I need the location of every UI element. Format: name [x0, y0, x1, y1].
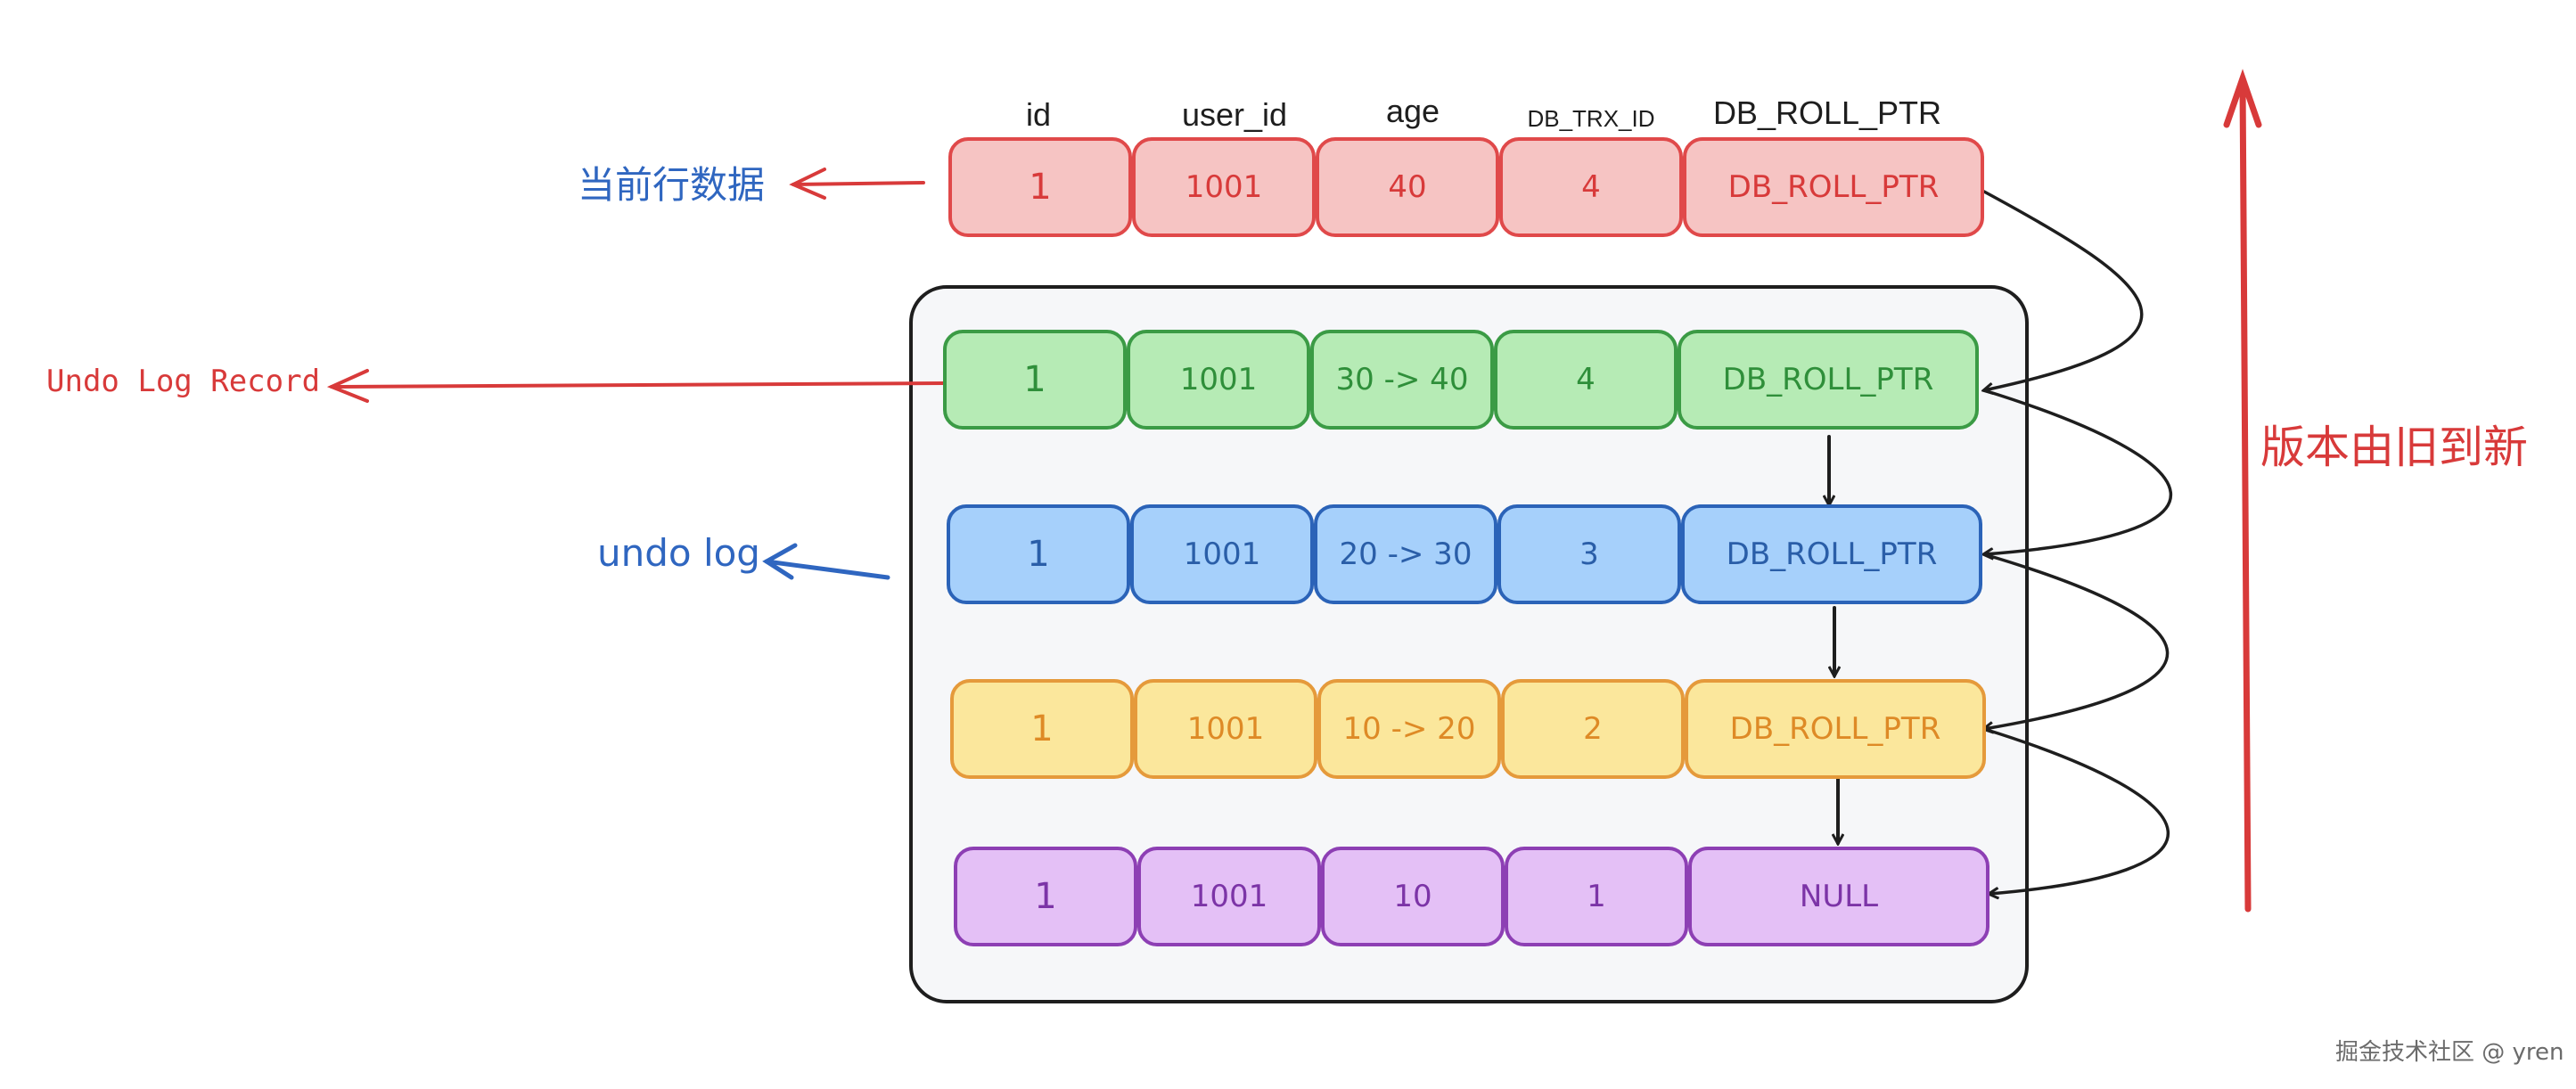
current-row: 1 1001 40 4 DB_ROLL_PTR [948, 137, 1984, 237]
cell-db-trx-id: 3 [1497, 504, 1681, 604]
version-order-label: 版本由旧到新 [2260, 422, 2528, 473]
cell-user-id: 1001 [1137, 847, 1321, 946]
arrow-current-row [789, 168, 925, 200]
pointer-curve-4 [1982, 727, 2170, 894]
arrow-undo-log [762, 543, 890, 580]
cell-db-roll-ptr: DB_ROLL_PTR [1685, 679, 1986, 779]
cell-id: 1 [948, 137, 1132, 237]
watermark: 掘金技术社区 @ yren [2335, 1039, 2564, 1066]
cell-id: 1 [947, 504, 1130, 604]
cell-db-roll-ptr: DB_ROLL_PTR [1678, 330, 1979, 430]
header-age: age [1385, 93, 1440, 129]
arrow-version-order [2223, 69, 2262, 913]
cell-age: 20 -> 30 [1314, 504, 1497, 604]
cell-age: 30 -> 40 [1310, 330, 1494, 430]
cell-db-roll-ptr: NULL [1688, 847, 1989, 946]
undo-row-1: 1 1001 30 -> 40 4 DB_ROLL_PTR [943, 330, 1979, 430]
undo-log-record-label: Undo Log Record [46, 364, 321, 399]
undo-row-4: 1 1001 10 1 NULL [954, 847, 1989, 946]
undo-row-3: 1 1001 10 -> 20 2 DB_ROLL_PTR [950, 679, 1986, 779]
cell-db-trx-id: 2 [1501, 679, 1685, 779]
cell-id: 1 [943, 330, 1127, 430]
current-row-label: 当前行数据 [578, 163, 766, 207]
cell-user-id: 1001 [1127, 330, 1310, 430]
cell-user-id: 1001 [1132, 137, 1316, 237]
undo-log-container [909, 285, 2029, 1003]
header-db-trx-id: DB_TRX_ID [1527, 105, 1655, 132]
pointer-curve-1 [1984, 190, 2144, 390]
cell-db-trx-id: 1 [1505, 847, 1688, 946]
cell-age: 40 [1316, 137, 1499, 237]
undo-log-label: undo log [597, 531, 760, 575]
header-user-id: user_id [1181, 96, 1288, 133]
header-id: id [1025, 96, 1052, 133]
cell-user-id: 1001 [1130, 504, 1314, 604]
undo-row-2: 1 1001 20 -> 30 3 DB_ROLL_PTR [947, 504, 1982, 604]
cell-age: 10 [1321, 847, 1505, 946]
cell-age: 10 -> 20 [1317, 679, 1501, 779]
pointer-curve-2 [1984, 389, 2172, 554]
cell-db-trx-id: 4 [1499, 137, 1683, 237]
cell-db-roll-ptr: DB_ROLL_PTR [1681, 504, 1982, 604]
header-db-roll-ptr: DB_ROLL_PTR [1712, 94, 1942, 131]
cell-db-trx-id: 4 [1494, 330, 1678, 430]
arrow-undo-log-record [326, 369, 947, 403]
cell-db-roll-ptr: DB_ROLL_PTR [1683, 137, 1984, 237]
cell-id: 1 [950, 679, 1134, 779]
pointer-curve-3 [1984, 553, 2170, 729]
cell-user-id: 1001 [1134, 679, 1317, 779]
cell-id: 1 [954, 847, 1137, 946]
